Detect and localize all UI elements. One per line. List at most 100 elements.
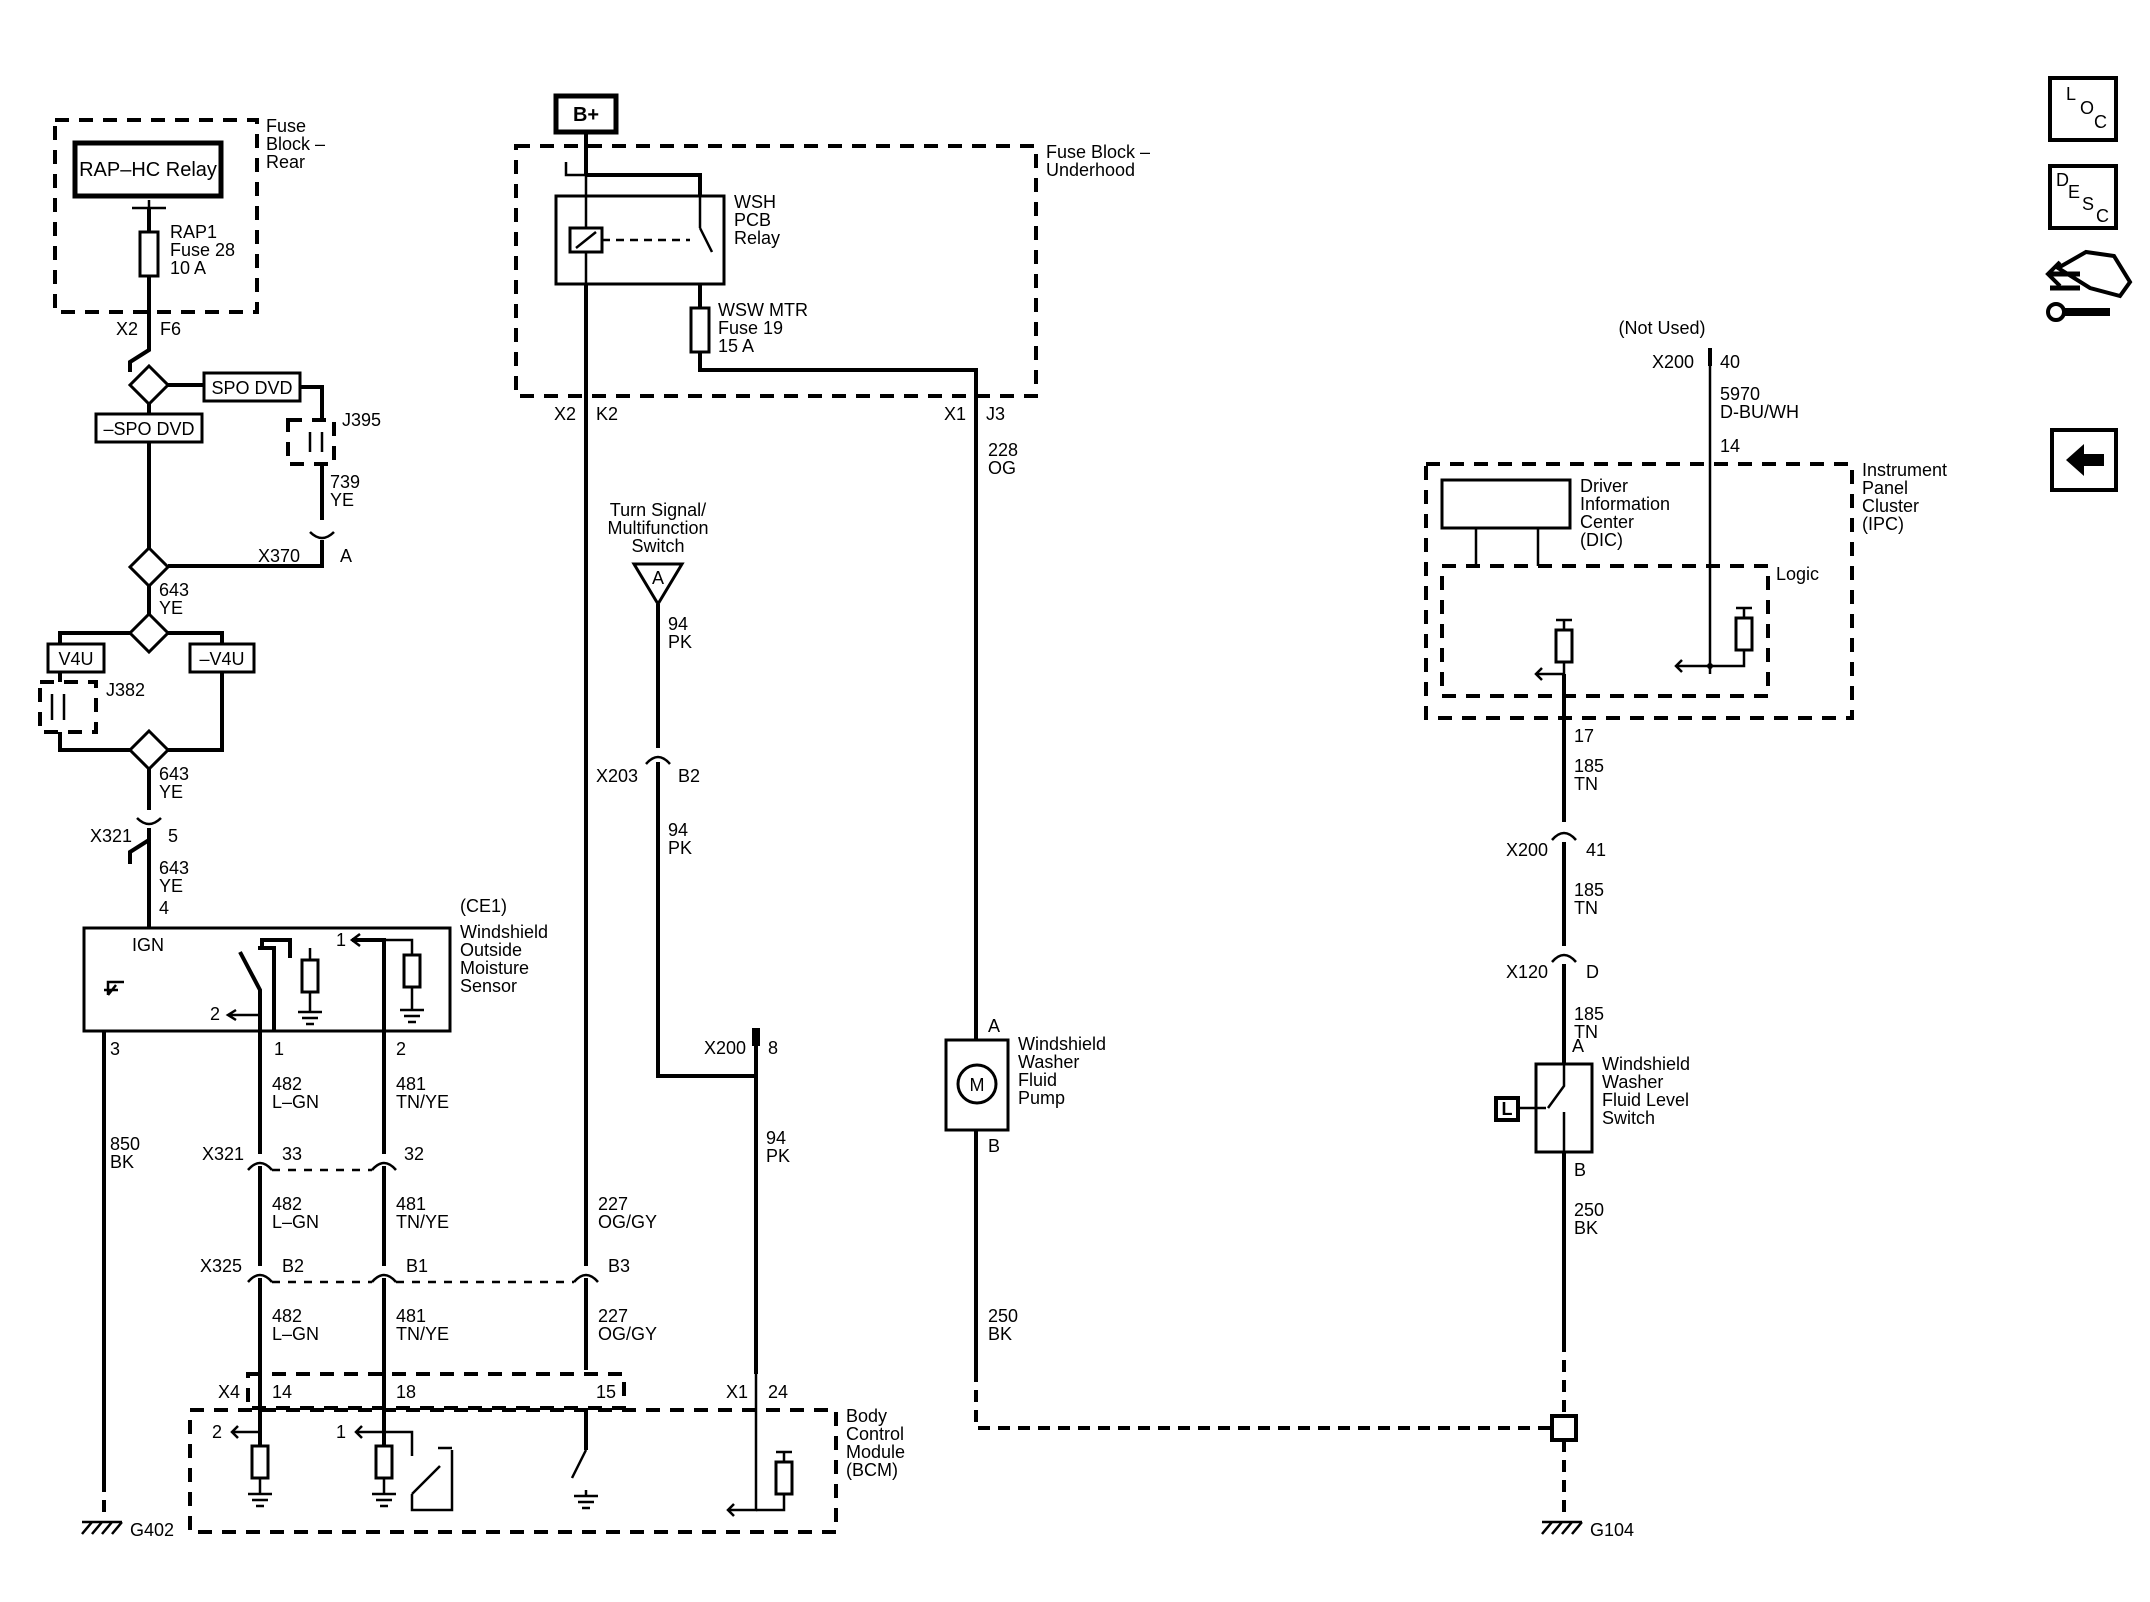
wire-643-a-number: 643 [159,580,189,600]
fuse-28-label-1: RAP1 [170,222,217,242]
loc-button-frame [2048,76,2118,142]
wire-5970-color: D-BU/WH [1720,402,1799,422]
wire-643-a-color: YE [159,598,183,618]
f6-label: F6 [160,319,181,339]
no-v4u-label: –V4U [199,649,244,669]
ipc-pin-17: 17 [1574,726,1594,746]
wire-482-a-color: L–GN [272,1092,319,1112]
relay-contact [698,196,714,253]
wire-94-b-color: PK [668,838,692,858]
underhood-label-1: Fuse Block – [1046,142,1150,162]
fuse-28-label-2: Fuse 28 [170,240,235,260]
wire-643-c-color: YE [159,876,183,896]
ipc-pin-14: 14 [1720,436,1740,456]
wire-481-a-number: 481 [396,1074,426,1094]
desc-letter-e: E [2068,182,2080,202]
loc-button[interactable]: L O C [2048,76,2118,142]
wire-850-number: 850 [110,1134,140,1154]
ipc-pin-40: 40 [1720,352,1740,372]
sensor-pin-2: 2 [396,1039,406,1059]
desc-button[interactable]: D E S C [2048,164,2118,230]
g104-ground-icon [1541,1520,1583,1535]
j395-label: J395 [342,410,381,430]
fluid-level-switch: A L Windshield Washer Fluid Level Switch… [1494,1036,1690,1540]
wire-5970-number: 5970 [1720,384,1760,404]
wire-250-b-color: BK [1574,1218,1598,1238]
pump-name-4: Pump [1018,1088,1065,1108]
j395-jumper [308,432,324,452]
turn-signal-pin-a: A [652,568,664,588]
bcm-name-4: (BCM) [846,1460,898,1480]
spo-wire [300,385,324,420]
underhood-x2-label: X2 [554,404,576,424]
wire-227-a-color: OG/GY [598,1212,657,1232]
bcm-pin-24: 24 [768,1382,788,1402]
turn-signal-name-3: Switch [631,536,684,556]
wire-482-a-number: 482 [272,1074,302,1094]
moisture-sensor-name-2: Outside [460,940,522,960]
sensor-pin-1: 1 [274,1039,284,1059]
x321-b-label: X321 [202,1144,244,1164]
g402-label: G402 [130,1520,174,1540]
underhood-j3-label: J3 [986,404,1005,424]
ipc-x200-a-label: X200 [1652,352,1694,372]
connector-wrench-icon [2045,249,2133,322]
level-switch-name-1: Windshield [1602,1054,1690,1074]
wire-94-a-number: 94 [668,614,688,634]
ground-g402: G402 [81,1520,174,1540]
bcm-pin-14: 14 [272,1382,292,1402]
wire-185-a-color: TN [1574,774,1598,794]
wire-481-b-number: 481 [396,1194,426,1214]
wire-228-color: OG [988,458,1016,478]
x325-pin-b3: B3 [608,1256,630,1276]
underhood-x1-label: X1 [944,404,966,424]
fuse-19-label-1: WSW MTR [718,300,808,320]
ipc-outline [1424,462,1854,720]
sensor-internal-ground-icon [104,980,124,996]
rap-hc-relay-label: RAP–HC Relay [79,159,217,181]
underhood-k2-label: K2 [596,404,618,424]
moisture-sensor: (CE1) Windshield Outside Moisture Sensor… [82,896,548,1059]
wire-739-number: 739 [330,472,360,492]
wire-250-a-number: 250 [988,1306,1018,1326]
x120-pin-d: D [1586,962,1599,982]
wire-227-b-number: 227 [598,1306,628,1326]
fuse-19-label-2: Fuse 19 [718,318,783,338]
x4-connector-outline [246,1372,626,1410]
bcm-pin-18: 18 [396,1382,416,1402]
bcm-24-source [776,1450,792,1462]
ce1-label: (CE1) [460,896,507,916]
x321-connectors [247,1161,397,1171]
x321-a-pin: 5 [168,826,178,846]
bcm-14-arrow [230,1425,260,1439]
bcm-outline [188,1408,838,1534]
ipc-name-3: Cluster [1862,496,1919,516]
back-button[interactable] [2050,428,2118,492]
logic-label: Logic [1776,564,1819,584]
option-splices: SPO DVD J395 739 YE X370 A –SPO DVD 643 … [38,312,381,928]
sensor-inner-2: 2 [210,1004,220,1024]
level-sensor-l-label: L [1502,1099,1513,1119]
wire-643-c-number: 643 [159,858,189,878]
relay-label: Relay [734,228,780,248]
diagnostics-tools-button[interactable] [2045,249,2133,322]
relay-supply [586,173,702,196]
ign-label: IGN [132,935,164,955]
bcm-name-3: Module [846,1442,905,1462]
bcm-inner-2: 2 [212,1422,222,1442]
moisture-sensor-name-4: Sensor [460,976,517,996]
x370-pin: A [340,546,352,566]
bcm-15-switch-ground-icon [570,1449,598,1510]
wire-185-b-number: 185 [1574,880,1604,900]
relay-coil-slash [575,231,597,249]
wire-94-b-number: 94 [668,820,688,840]
wire-185-a-number: 185 [1574,756,1604,776]
bcm-18-resistor [374,1444,394,1480]
sensor-ground-b-icon [384,938,424,1024]
level-switch-contact [1518,1064,1566,1152]
sensor-inner-1: 1 [336,930,346,950]
x4-label: X4 [218,1382,240,1402]
wire-94-c-color: PK [766,1146,790,1166]
logic-resistor-b [1734,616,1754,652]
bcm: X4 14 18 15 X1 24 Body Control Module (B… [188,1372,905,1534]
